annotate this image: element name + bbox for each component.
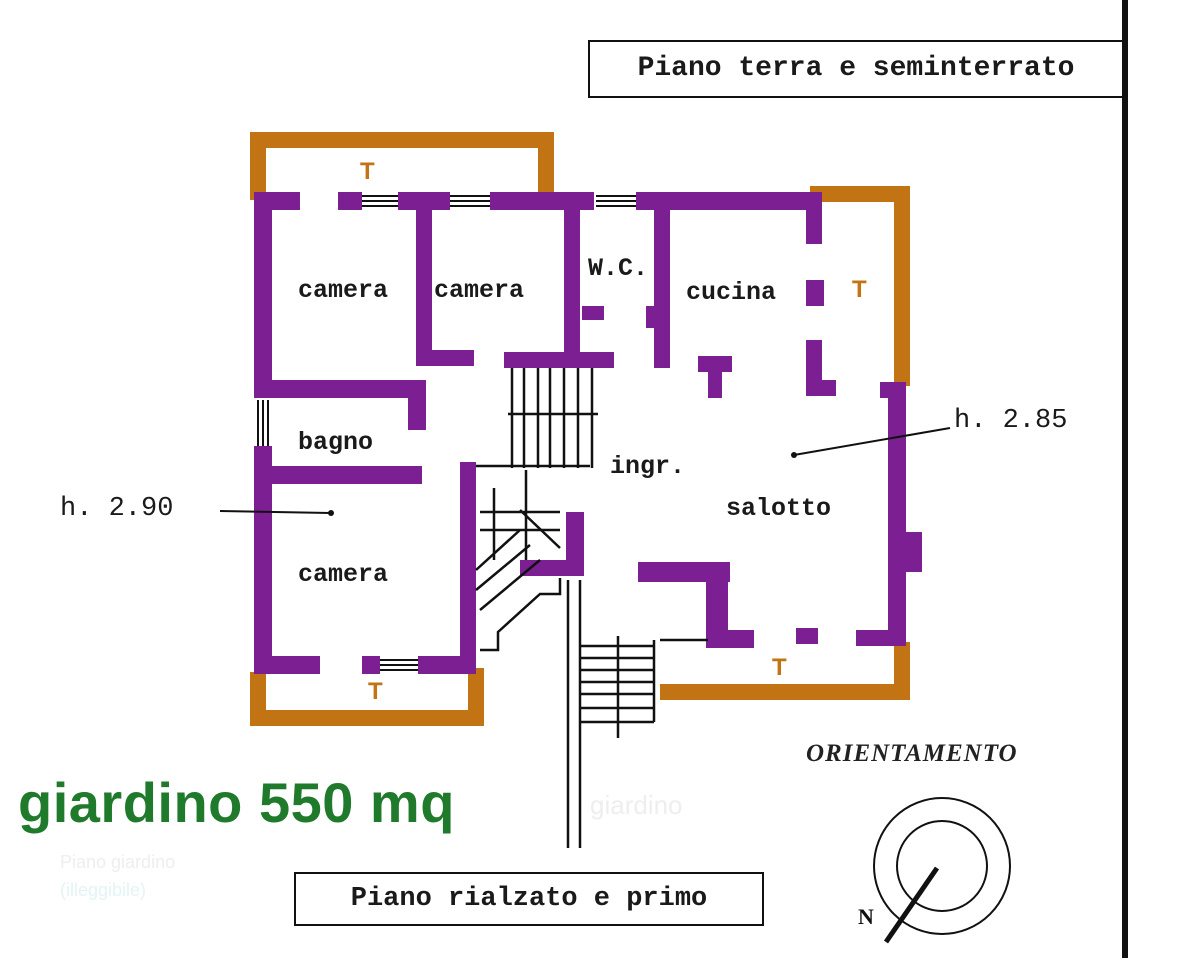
title-raised-floor: Piano rialzato e primo — [294, 872, 764, 926]
height-leaders — [219, 427, 951, 514]
terrace-marker-top: T — [360, 158, 375, 185]
room-label-camera-1: camera — [298, 276, 389, 305]
terrace-outlines — [250, 132, 910, 726]
staircase — [475, 368, 708, 848]
terrace-bottom-right — [660, 642, 910, 700]
terrace-marker-right: T — [852, 276, 867, 303]
faded-text-1: Piano giardino — [60, 852, 176, 872]
room-label-camera-2: camera — [434, 276, 525, 305]
room-label-salotto: salotto — [726, 494, 832, 523]
terrace-marker-bottom-right: T — [772, 654, 787, 681]
room-label-camera-3: camera — [298, 560, 389, 589]
north-label: N — [858, 904, 874, 929]
orientation-title: ORIENTAMENTO — [806, 740, 1018, 767]
sheet-border — [1122, 0, 1128, 958]
room-label-ingresso: ingr. — [610, 452, 686, 481]
height-label-right: h. 2.85 — [954, 406, 1068, 436]
room-label-cucina: cucina — [686, 278, 777, 307]
garden-area-label: giardino 550 mq — [18, 771, 455, 834]
compass-icon — [873, 797, 1011, 944]
terrace-top-left — [250, 132, 554, 200]
terrace-right — [810, 186, 910, 386]
room-label-bagno: bagno — [298, 428, 374, 457]
faded-text-3: giardino — [590, 790, 683, 820]
faded-text-2: (illeggibile) — [60, 880, 147, 900]
windows — [257, 195, 636, 671]
height-label-left: h. 2.90 — [60, 494, 174, 524]
walls — [254, 192, 922, 674]
title-ground-floor: Piano terra e seminterrato — [588, 40, 1124, 98]
terrace-marker-bottom-left: T — [368, 678, 383, 705]
terrace-bottom-left — [250, 668, 484, 726]
room-label-wc: W.C. — [588, 254, 649, 283]
